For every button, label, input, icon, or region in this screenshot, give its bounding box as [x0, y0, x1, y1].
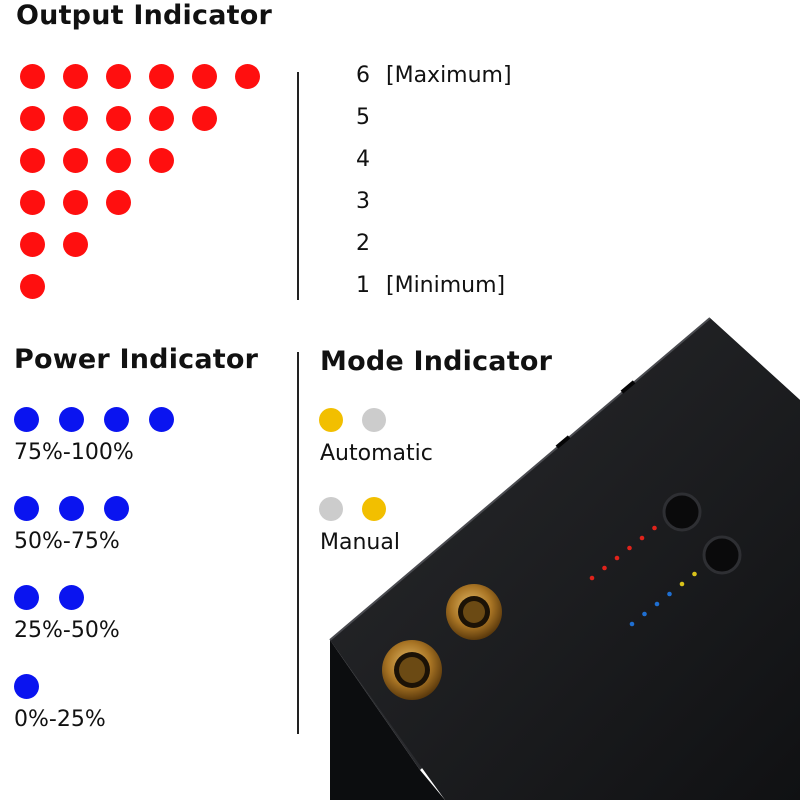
output-level-number: 6: [356, 63, 370, 88]
power-level-label: 0%-25%: [14, 707, 106, 732]
mode-indicator-title: Mode Indicator: [320, 346, 553, 377]
output-dot: [63, 64, 88, 89]
output-dot: [20, 64, 45, 89]
device-power-leds: [629, 571, 697, 627]
output-dot: [106, 148, 131, 173]
output-dot: [63, 190, 88, 215]
mode-dot-off: [362, 408, 386, 432]
output-dot: [192, 106, 217, 131]
power-indicator-title: Power Indicator: [14, 344, 259, 375]
output-level-number: 5: [356, 105, 370, 130]
output-level-number: 1: [356, 273, 370, 298]
device-red-led: [639, 535, 645, 541]
device-button: [662, 492, 702, 532]
power-level-label: 25%-50%: [14, 618, 120, 643]
output-dot: [20, 190, 45, 215]
power-dot: [14, 407, 39, 432]
device-status-led: [667, 591, 672, 597]
output-dot: [63, 148, 88, 173]
output-dot: [106, 190, 131, 215]
output-dot: [63, 106, 88, 131]
power-dot: [14, 496, 39, 521]
mode-dot-on: [319, 408, 343, 432]
power-dot: [104, 496, 129, 521]
output-dot: [149, 148, 174, 173]
output-level-note: [Minimum]: [386, 273, 506, 298]
device-red-led: [652, 525, 657, 531]
output-dot: [106, 106, 131, 131]
mode-label: Manual: [320, 530, 400, 555]
device-notch: [555, 435, 571, 449]
device-front-face: [330, 640, 445, 800]
output-dot: [20, 274, 45, 299]
device-status-led: [629, 621, 635, 627]
device-status-led: [692, 571, 697, 577]
mode-label: Automatic: [320, 441, 433, 466]
device-notch: [620, 380, 636, 394]
power-dot: [59, 407, 84, 432]
device-button: [702, 535, 742, 575]
device-red-led: [627, 545, 632, 551]
mode-dot-on: [362, 497, 386, 521]
output-dot: [20, 148, 45, 173]
output-level-number: 3: [356, 189, 370, 214]
power-dot: [14, 585, 39, 610]
power-dot: [104, 407, 129, 432]
brass-port: [382, 640, 442, 700]
output-dot: [192, 64, 217, 89]
brass-port: [446, 584, 502, 640]
device-status-led: [642, 611, 647, 617]
device-red-leds: [589, 525, 657, 581]
power-mode-divider: [297, 352, 299, 734]
output-indicator-title: Output Indicator: [16, 0, 272, 31]
output-dot: [63, 232, 88, 257]
device-status-led: [679, 581, 685, 587]
power-level-label: 75%-100%: [14, 440, 134, 465]
device-red-led: [602, 565, 607, 571]
output-level-number: 2: [356, 231, 370, 256]
output-divider: [297, 72, 299, 300]
mode-dot-off: [319, 497, 343, 521]
device-status-led: [654, 601, 660, 607]
power-dot: [59, 496, 84, 521]
output-level-number: 4: [356, 147, 370, 172]
output-dot: [149, 64, 174, 89]
output-level-note: [Maximum]: [386, 63, 512, 88]
output-dot: [149, 106, 174, 131]
output-dot: [106, 64, 131, 89]
device-red-led: [614, 555, 620, 561]
device-main-face: [330, 318, 800, 800]
output-dot: [20, 106, 45, 131]
power-dot: [149, 407, 174, 432]
power-dot: [59, 585, 84, 610]
output-dot: [235, 64, 260, 89]
power-dot: [14, 674, 39, 699]
output-dot: [20, 232, 45, 257]
device-red-led: [589, 575, 595, 581]
power-level-label: 50%-75%: [14, 529, 120, 554]
device-edge: [329, 317, 711, 641]
